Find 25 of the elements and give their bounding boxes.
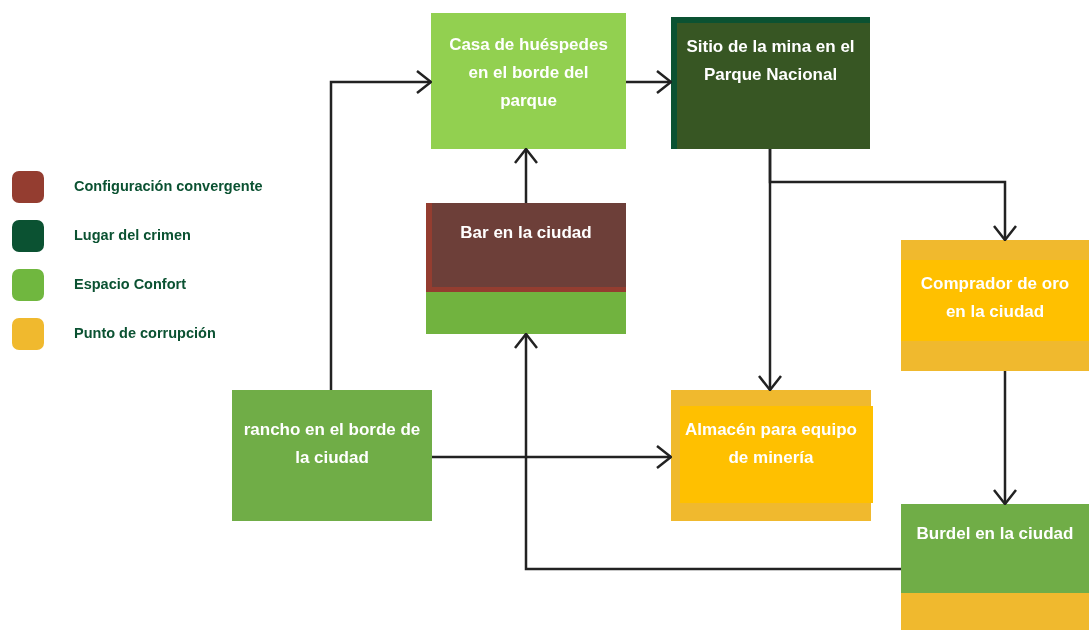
legend-label: Espacio Confort: [74, 276, 186, 292]
arrow: [329, 69, 433, 390]
location-box: [901, 504, 1089, 630]
arrow: [513, 332, 901, 571]
node-label: Casa de huéspedes en el borde del parque: [448, 34, 609, 112]
node-label: Bar en la ciudad: [459, 222, 593, 244]
location-box: [901, 240, 1089, 371]
legend-label: Configuración convergente: [74, 178, 263, 194]
location-box: [232, 390, 432, 521]
node-label: Comprador de oro en la ciudad: [919, 273, 1071, 323]
legend-label: Lugar del crimen: [74, 227, 191, 243]
arrow: [768, 149, 1018, 242]
arrow: [992, 371, 1018, 506]
arrow: [626, 69, 673, 95]
arrow: [513, 147, 539, 203]
node-label: Sitio de la mina en el Parque Nacional: [685, 36, 856, 86]
location-box: [671, 390, 871, 521]
arrow: [432, 444, 673, 470]
location-box: [431, 13, 626, 149]
node-label: Almacén para equipo de minería: [684, 419, 858, 469]
location-box: [426, 203, 626, 334]
location-box: [671, 17, 870, 149]
legend-label: Punto de corrupción: [74, 325, 216, 341]
node-label: Burdel en la ciudad: [915, 523, 1075, 545]
node-label: rancho en el borde de la ciudad: [242, 419, 422, 469]
